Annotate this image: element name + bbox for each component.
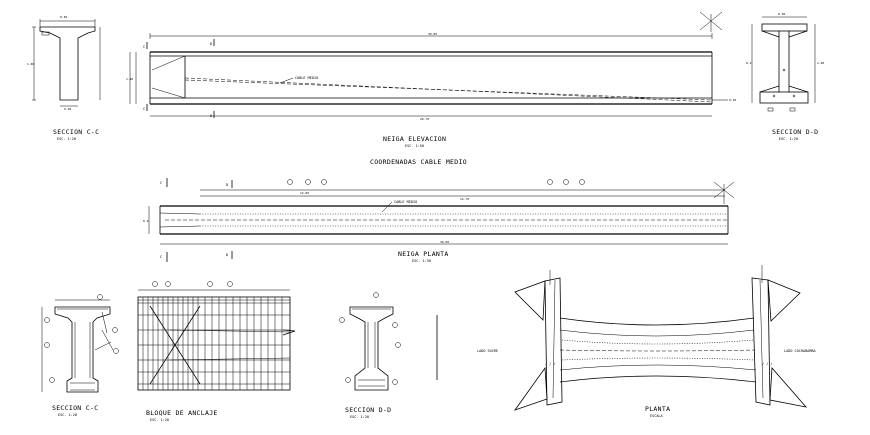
planta: / / / / / / LADO SUCRE LADO COCHABAMBA P…: [477, 265, 817, 418]
svg-text:12.00: 12.00: [300, 191, 309, 195]
viga-planta-scale: ESC. 1:50: [412, 259, 431, 263]
viga-elevacion-scale: ESC. 1:50: [405, 144, 424, 148]
lado-cochabamba-label: LADO COCHABAMBA: [784, 349, 817, 353]
section-d-marker-bottom: D: [210, 114, 212, 118]
section-d-marker-top: D: [210, 42, 212, 46]
coordenadas-title: COORDENADAS CABLE MEDIO: [370, 158, 467, 166]
bloque-anclaje-scale: ESC. 1:20: [150, 418, 169, 422]
cable-medio-label-plan: CABLE MEDIO: [394, 200, 417, 204]
svg-text:30.00: 30.00: [440, 240, 449, 244]
planta-title: PLANTA: [645, 405, 670, 413]
svg-text:D: D: [226, 253, 228, 257]
svg-text:C: C: [160, 181, 162, 185]
section-dd-top-scale: ESC. 1:20: [779, 137, 798, 141]
viga-elevacion-title: NEIGA ELEVACION: [383, 135, 446, 143]
planta-scale: ESCALA: [650, 414, 664, 418]
bloque-anclaje-title: BLOQUE DE ANCLAJE: [146, 409, 218, 417]
section-dd-top: 0.60 1.40 0.2 SECCION D-D ESC. 1:20: [746, 12, 824, 141]
section-c-marker-top: C: [143, 45, 145, 49]
sucre-abutment-hatch: / / /: [545, 362, 556, 366]
svg-text:0.60: 0.60: [778, 12, 785, 16]
svg-text:0.2: 0.2: [746, 61, 752, 65]
svg-text:30.00: 30.00: [428, 32, 437, 36]
section-c-marker-bottom: C: [143, 107, 145, 111]
svg-text:0.10: 0.10: [729, 98, 736, 102]
section-cc-bottom: SECCION C-C ESC. 1:20: [41, 294, 119, 417]
section-cc-top: 0.40 1.40 0.20 SECCION C-C ESC. 1:20: [27, 15, 101, 141]
viga-planta-title: NEIGA PLANTA: [398, 250, 449, 258]
svg-text:C: C: [160, 255, 162, 259]
svg-text:0.20: 0.20: [64, 107, 71, 111]
svg-text:29.70: 29.70: [420, 117, 429, 121]
section-dd-top-title: SECCION D-D: [772, 128, 818, 136]
lado-sucre-label: LADO SUCRE: [477, 349, 498, 353]
cable-medio-label-elev: CABLE MEDIO: [295, 76, 318, 80]
section-cc-bottom-scale: ESC. 1:20: [58, 413, 77, 417]
svg-text:0.40: 0.40: [60, 15, 67, 19]
svg-text:0.9: 0.9: [143, 219, 149, 223]
section-dd-bottom-title: SECCION D-D: [345, 406, 391, 414]
viga-planta: 12.00 14.70 CABLE MEDIO 30.00 0.9 C C D …: [143, 178, 735, 263]
section-cc-top-title: SECCION C-C: [53, 128, 99, 136]
svg-text:1.40: 1.40: [126, 77, 133, 81]
cochabamba-abutment-hatch: / / /: [762, 362, 773, 366]
section-cc-bottom-title: SECCION C-C: [52, 404, 98, 412]
bloque-anclaje: BLOQUE DE ANCLAJE ESC. 1:20: [137, 281, 296, 422]
section-dd-bottom: SECCION D-D ESC. 1:20: [339, 292, 401, 419]
svg-text:D: D: [226, 183, 228, 187]
section-dd-bottom-scale: ESC. 1:20: [350, 415, 369, 419]
svg-text:1.40: 1.40: [27, 62, 34, 66]
section-cc-top-scale: ESC. 1:20: [57, 137, 76, 141]
svg-text:14.70: 14.70: [460, 197, 469, 201]
viga-elevacion: 30.00 CABLE MEDIO 1.40 29.70 0.10 C C D …: [126, 11, 736, 148]
svg-text:1.40: 1.40: [817, 61, 824, 65]
